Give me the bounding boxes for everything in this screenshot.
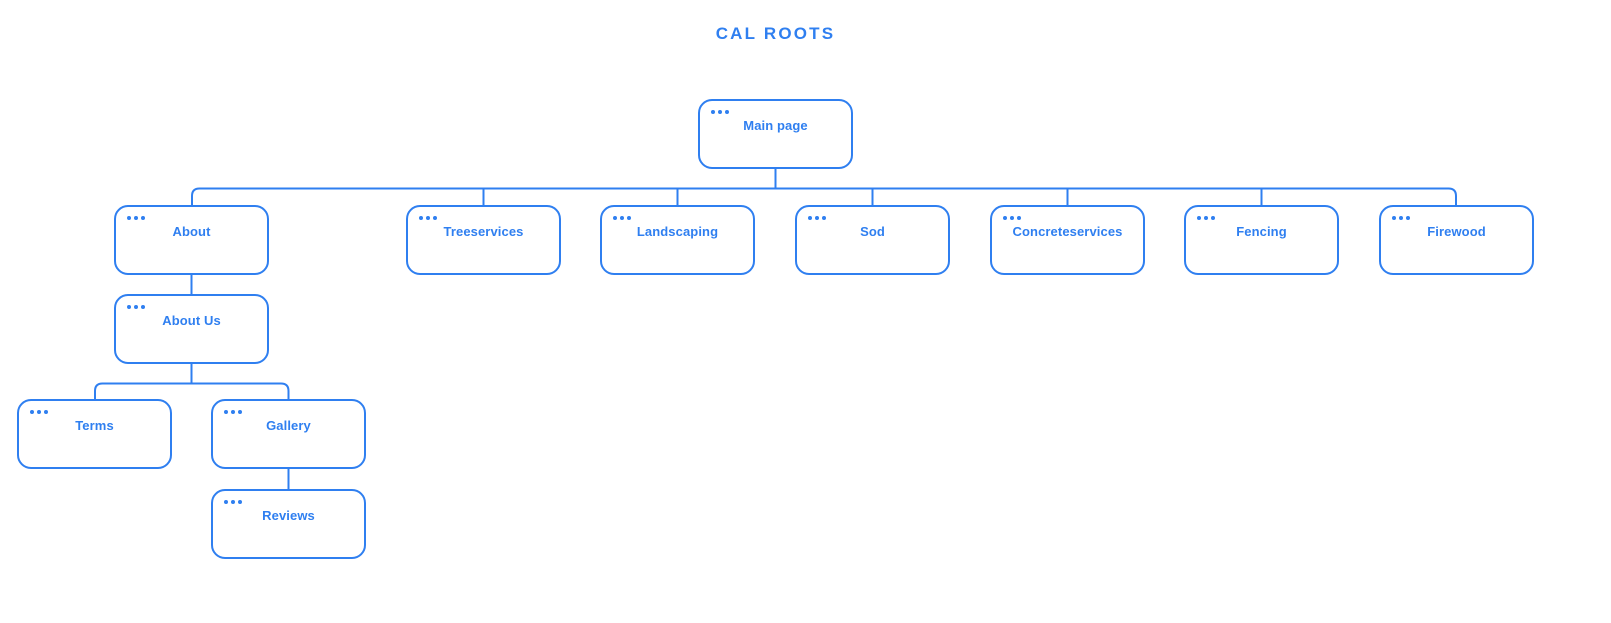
node-sod[interactable]: Sod: [795, 205, 950, 275]
window-dots-icon: [419, 216, 437, 220]
window-dots-icon: [1392, 216, 1410, 220]
node-label: Main page: [743, 118, 808, 133]
window-dots-icon: [613, 216, 631, 220]
node-firewood[interactable]: Firewood: [1379, 205, 1534, 275]
node-label: Reviews: [262, 508, 315, 523]
node-label: Concreteservices: [1012, 224, 1123, 239]
node-landscaping[interactable]: Landscaping: [600, 205, 755, 275]
node-main-page[interactable]: Main page: [698, 99, 853, 169]
node-label: Gallery: [266, 418, 311, 433]
window-dots-icon: [808, 216, 826, 220]
window-dots-icon: [127, 216, 145, 220]
window-dots-icon: [224, 500, 242, 504]
node-reviews[interactable]: Reviews: [211, 489, 366, 559]
node-label: Treeservices: [443, 224, 524, 239]
window-dots-icon: [127, 305, 145, 309]
node-label: Landscaping: [636, 224, 719, 239]
node-about-us[interactable]: About Us: [114, 294, 269, 364]
edge-aboutus-bus: [94, 382, 290, 399]
node-fencing[interactable]: Fencing: [1184, 205, 1339, 275]
node-label: Terms: [75, 418, 114, 433]
window-dots-icon: [30, 410, 48, 414]
node-label: About: [172, 224, 211, 239]
window-dots-icon: [711, 110, 729, 114]
node-label: Sod: [860, 224, 885, 239]
node-concreteservices[interactable]: Concreteservices: [990, 205, 1145, 275]
window-dots-icon: [1197, 216, 1215, 220]
node-gallery[interactable]: Gallery: [211, 399, 366, 469]
page-title: CAL ROOTS: [715, 24, 836, 43]
node-label: About Us: [162, 313, 221, 328]
node-label: Firewood: [1427, 224, 1486, 239]
window-dots-icon: [1003, 216, 1021, 220]
node-terms[interactable]: Terms: [17, 399, 172, 469]
node-label: Fencing: [1236, 224, 1287, 239]
node-about[interactable]: About: [114, 205, 269, 275]
node-treeservices[interactable]: Treeservices: [406, 205, 561, 275]
window-dots-icon: [224, 410, 242, 414]
edge-main-bus: [191, 187, 1457, 205]
